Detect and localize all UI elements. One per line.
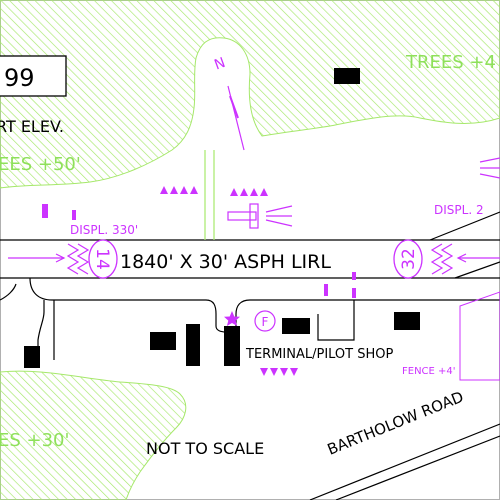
elevation-label: RT ELEV. bbox=[0, 117, 64, 136]
marker-bar-1 bbox=[42, 204, 48, 218]
building bbox=[334, 68, 360, 84]
road-label: BARTHOLOW ROAD bbox=[325, 388, 466, 459]
terminal-label: TERMINAL/PILOT SHOP bbox=[245, 347, 393, 362]
trees-area-bottom-left bbox=[0, 370, 187, 501]
marker-bar-5 bbox=[352, 288, 356, 298]
fuel-icon: F bbox=[254, 310, 276, 332]
runway-end-14-label: 14 bbox=[92, 248, 112, 270]
trees-top-right-label: TREES +4 bbox=[405, 52, 496, 73]
trees-area-top bbox=[0, 0, 500, 189]
runway-label: 1840' X 30' ASPH LIRL bbox=[120, 251, 331, 273]
displaced-arrow-right bbox=[456, 253, 500, 263]
airport-id-label: 99 bbox=[4, 64, 35, 92]
wind-tee bbox=[227, 203, 293, 229]
trees-lower-left-label: ES +30' bbox=[0, 430, 69, 451]
north-label: N bbox=[212, 55, 227, 74]
obstruction-triangles-1 bbox=[160, 186, 198, 194]
taxiway bbox=[0, 277, 500, 360]
north-access bbox=[204, 150, 215, 240]
displaced-arrow-left bbox=[8, 253, 66, 263]
fuel-label: F bbox=[262, 315, 269, 329]
obstruction-triangles-2 bbox=[230, 188, 268, 196]
displaced-threshold-chevrons-left bbox=[66, 243, 90, 275]
building bbox=[282, 318, 310, 334]
displaced-threshold-left-label: DISPL. 330' bbox=[70, 223, 138, 237]
displaced-threshold-chevrons-right bbox=[430, 243, 454, 275]
building bbox=[150, 332, 176, 350]
runway-end-14: 14 bbox=[88, 239, 118, 279]
marker-bar-4 bbox=[352, 272, 356, 280]
fence-label: FENCE +4' bbox=[402, 366, 456, 377]
bartholow-road bbox=[309, 423, 500, 501]
beacon-star-icon bbox=[224, 311, 240, 326]
marker-bar-3 bbox=[324, 284, 328, 296]
airport-id-box bbox=[0, 55, 67, 97]
building bbox=[394, 312, 420, 330]
runway-end-32: 32 bbox=[393, 239, 423, 279]
building bbox=[224, 326, 240, 366]
runway-end-32-label: 32 bbox=[399, 248, 419, 270]
fence-area bbox=[459, 291, 500, 381]
north-arrow: N bbox=[212, 55, 245, 151]
buildings bbox=[24, 68, 420, 368]
trees-upper-left-label: EES +50' bbox=[0, 154, 81, 175]
runway bbox=[0, 211, 500, 279]
lights-right bbox=[479, 157, 500, 179]
building bbox=[24, 346, 40, 368]
building bbox=[186, 324, 200, 366]
obstruction-triangles-3 bbox=[260, 368, 298, 376]
marker-bar-2 bbox=[72, 210, 76, 220]
displaced-threshold-right-label: DISPL. 2 bbox=[434, 203, 484, 217]
scale-note: NOT TO SCALE bbox=[146, 439, 264, 458]
